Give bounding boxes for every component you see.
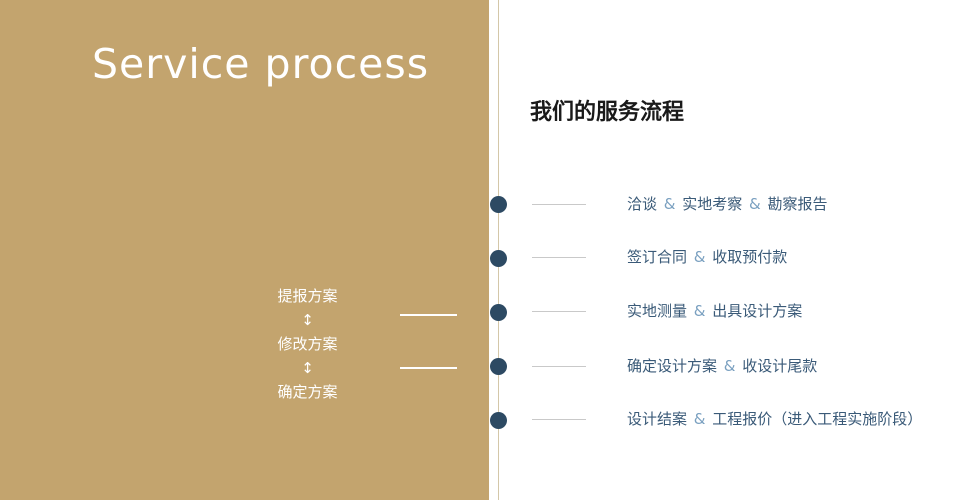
timeline-dot (490, 412, 507, 429)
tick-line (532, 419, 586, 420)
connector-line (400, 367, 457, 369)
connector-line (400, 314, 457, 316)
section-heading: 我们的服务流程 (530, 100, 685, 125)
service-step-label: 签订合同 & 收取预付款 (627, 248, 788, 266)
tick-line (532, 311, 586, 312)
plan-flow: 提报方案 ↕ 修改方案 ↕ 确定方案 (250, 284, 365, 404)
service-step-row: 洽谈 & 实地考察 & 勘察报告 (532, 196, 828, 213)
tick-line (532, 204, 586, 205)
service-step-label: 实地测量 & 出具设计方案 (627, 302, 803, 320)
timeline-dot (490, 304, 507, 321)
service-step-row: 签订合同 & 收取预付款 (532, 249, 787, 266)
service-step-row: 设计结案 & 工程报价（进入工程实施阶段） (532, 411, 922, 428)
up-down-arrow-icon: ↕ (301, 311, 314, 329)
flow-step-submit-plan: 提报方案 (277, 287, 338, 305)
left-gold-panel (0, 0, 489, 500)
page-title: Service process (92, 40, 430, 88)
tick-line (532, 257, 586, 258)
service-step-label: 洽谈 & 实地考察 & 勘察报告 (627, 195, 828, 213)
up-down-arrow-icon: ↕ (301, 359, 314, 377)
service-step-row: 确定设计方案 & 收设计尾款 (532, 358, 817, 375)
service-step-row: 实地测量 & 出具设计方案 (532, 303, 802, 320)
service-step-label: 设计结案 & 工程报价（进入工程实施阶段） (627, 410, 923, 428)
service-step-label: 确定设计方案 & 收设计尾款 (627, 357, 818, 375)
flow-step-revise-plan: 修改方案 (277, 335, 338, 353)
timeline-dot (490, 196, 507, 213)
timeline-dot (490, 250, 507, 267)
timeline-dot (490, 358, 507, 375)
tick-line (532, 366, 586, 367)
flow-step-confirm-plan: 确定方案 (277, 383, 338, 401)
